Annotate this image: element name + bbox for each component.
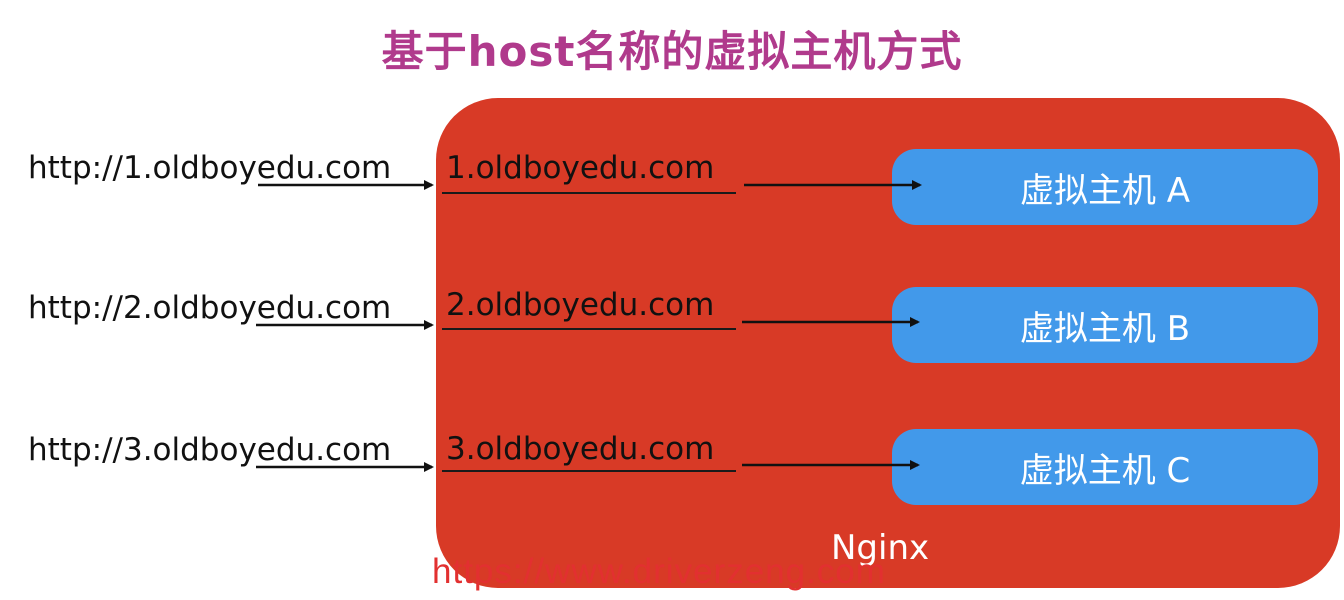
- request-url-3: http://3.oldboyedu.com: [28, 432, 392, 468]
- host-name-2: 2.oldboyedu.com: [446, 287, 715, 323]
- virtual-host-a: 虚拟主机 A: [892, 149, 1318, 225]
- diagram-title: 基于host名称的虚拟主机方式: [381, 27, 963, 76]
- host-name-3: 3.oldboyedu.com: [446, 431, 715, 467]
- virtual-host-b: 虚拟主机 B: [892, 287, 1318, 363]
- host-underline-3: [442, 470, 736, 472]
- host-underline-1: [442, 192, 736, 194]
- watermark: https://www.driverzeng.com: [432, 552, 886, 591]
- host-underline-2: [442, 328, 736, 330]
- nginx-label: Nginx: [831, 528, 930, 568]
- request-url-2: http://2.oldboyedu.com: [28, 290, 392, 326]
- request-url-1: http://1.oldboyedu.com: [28, 150, 392, 186]
- host-name-1: 1.oldboyedu.com: [446, 150, 715, 186]
- virtual-host-c: 虚拟主机 C: [892, 429, 1318, 505]
